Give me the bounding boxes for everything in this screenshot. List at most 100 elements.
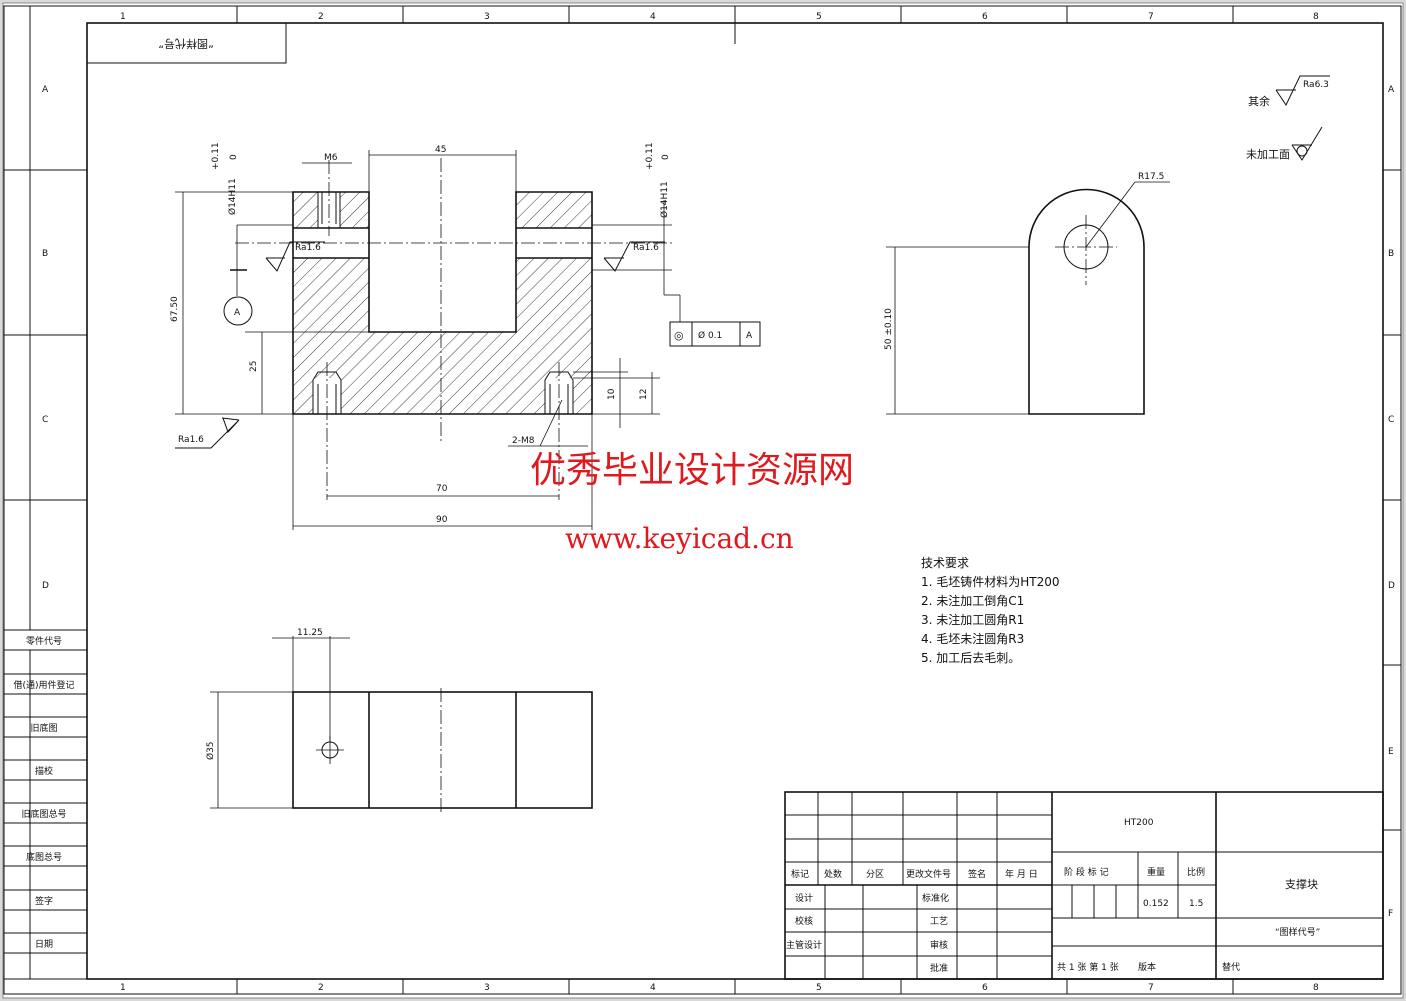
svg-text:Ø14H11: Ø14H11 bbox=[227, 178, 238, 215]
svg-text:1: 1 bbox=[120, 12, 126, 22]
svg-text:2-M8: 2-M8 bbox=[512, 436, 535, 446]
svg-text:4. 毛坯未注圆角R3: 4. 毛坯未注圆角R3 bbox=[921, 631, 1024, 646]
svg-text:A: A bbox=[42, 85, 49, 95]
svg-text:设计: 设计 bbox=[795, 892, 813, 904]
svg-text:8: 8 bbox=[1313, 12, 1319, 22]
svg-text:C: C bbox=[1388, 415, 1394, 425]
svg-text:3: 3 bbox=[484, 983, 490, 993]
svg-text:分区: 分区 bbox=[866, 869, 884, 880]
svg-text:重量: 重量 bbox=[1147, 866, 1165, 878]
svg-text:日期: 日期 bbox=[35, 939, 53, 950]
svg-text:“图样代号”: “图样代号” bbox=[1275, 926, 1320, 938]
svg-text:标记: 标记 bbox=[791, 868, 809, 880]
front-view-labels: M6 45 +0.11 0 Ø14H11 +0.11 0 Ø14H11 Ra1.… bbox=[170, 142, 671, 525]
watermark-url: www.keyicad.cn bbox=[565, 522, 794, 555]
watermark-title: 优秀毕业设计资源网 bbox=[530, 450, 854, 491]
svg-text:4: 4 bbox=[650, 983, 656, 993]
svg-text:零件代号: 零件代号 bbox=[26, 635, 62, 647]
svg-text:2: 2 bbox=[318, 983, 324, 993]
title-block: HT200 标记 处数 分区 更改文件号 签名 年 月 日 阶 段 标 记 重量… bbox=[784, 791, 1384, 980]
svg-text:F: F bbox=[1388, 909, 1393, 919]
svg-text:A: A bbox=[234, 308, 241, 318]
svg-text:D: D bbox=[1388, 581, 1395, 591]
svg-text:4: 4 bbox=[650, 12, 656, 22]
svg-text:签名: 签名 bbox=[968, 868, 986, 880]
svg-text:6: 6 bbox=[982, 983, 988, 993]
svg-text:1: 1 bbox=[120, 983, 126, 993]
svg-text:M6: M6 bbox=[324, 153, 338, 163]
tech-requirements: 技术要求 1. 毛坯铸件材料为HT200 2. 未注加工倒角C1 3. 未注加工… bbox=[921, 556, 1060, 665]
svg-text:未加工面: 未加工面 bbox=[1246, 148, 1290, 161]
svg-text:◎: ◎ bbox=[674, 329, 684, 342]
svg-text:5. 加工后去毛刺。: 5. 加工后去毛刺。 bbox=[921, 651, 1020, 665]
svg-text:C: C bbox=[42, 415, 48, 425]
svg-text:Ra1.6: Ra1.6 bbox=[178, 435, 204, 445]
svg-text:Ø14H11: Ø14H11 bbox=[659, 181, 670, 218]
svg-text:替代: 替代 bbox=[1222, 961, 1240, 973]
surface-notes: 其余 Ra6.3 未加工面 bbox=[1246, 75, 1330, 161]
svg-text:工艺: 工艺 bbox=[930, 916, 948, 927]
svg-text:批准: 批准 bbox=[930, 962, 948, 974]
svg-text:HT200: HT200 bbox=[1124, 818, 1154, 828]
svg-text:处数: 处数 bbox=[824, 868, 842, 880]
svg-text:12: 12 bbox=[639, 389, 649, 400]
svg-text:支撑块: 支撑块 bbox=[1285, 877, 1318, 891]
svg-text:技术要求: 技术要求 bbox=[921, 556, 969, 570]
svg-text:主管设计: 主管设计 bbox=[786, 939, 822, 951]
svg-text:签字: 签字 bbox=[35, 895, 53, 907]
svg-text:8: 8 bbox=[1313, 983, 1319, 993]
top-view bbox=[210, 636, 593, 812]
svg-text:5: 5 bbox=[816, 12, 822, 22]
side-view bbox=[886, 181, 1170, 415]
svg-text:A: A bbox=[746, 331, 753, 341]
svg-text:年 月 日: 年 月 日 bbox=[1005, 868, 1038, 880]
svg-text:45: 45 bbox=[435, 145, 446, 155]
svg-text:6: 6 bbox=[982, 12, 988, 22]
svg-text:Ra1.6: Ra1.6 bbox=[295, 243, 321, 253]
svg-text:3. 未注加工圆角R1: 3. 未注加工圆角R1 bbox=[921, 612, 1024, 627]
left-strip: 零件代号 借(通)用件登记 旧底图 描校 旧底图总号 底图总号 签字 日期 bbox=[3, 629, 88, 980]
code-box-text: “图样代号” bbox=[158, 37, 213, 51]
svg-text:审核: 审核 bbox=[930, 939, 948, 951]
svg-text:25: 25 bbox=[249, 361, 259, 372]
svg-text:1.5: 1.5 bbox=[1189, 899, 1203, 909]
svg-text:B: B bbox=[1388, 249, 1394, 259]
svg-text:7: 7 bbox=[1148, 12, 1154, 22]
svg-text:67.50: 67.50 bbox=[170, 296, 180, 322]
svg-text:0: 0 bbox=[229, 154, 239, 160]
svg-text:70: 70 bbox=[436, 484, 448, 494]
tolerance-frame: ◎ Ø 0.1 A bbox=[669, 321, 761, 347]
svg-text:2: 2 bbox=[318, 12, 324, 22]
svg-text:旧底图: 旧底图 bbox=[30, 722, 57, 734]
svg-text:底图总号: 底图总号 bbox=[26, 851, 62, 863]
svg-text:版本: 版本 bbox=[1138, 961, 1156, 973]
svg-text:Ra6.3: Ra6.3 bbox=[1303, 80, 1329, 90]
svg-text:0: 0 bbox=[661, 154, 671, 160]
side-radius: R17.5 bbox=[1138, 172, 1164, 182]
svg-text:描校: 描校 bbox=[35, 765, 53, 777]
svg-text:0.152: 0.152 bbox=[1143, 899, 1169, 909]
svg-text:+0.11: +0.11 bbox=[211, 142, 221, 170]
svg-text:Ra1.6: Ra1.6 bbox=[633, 243, 659, 253]
svg-text:比例: 比例 bbox=[1187, 866, 1205, 878]
column-labels: 1 2 3 4 5 6 7 8 1 2 3 4 5 6 7 8 bbox=[120, 12, 1319, 993]
svg-text:D: D bbox=[42, 581, 49, 591]
svg-text:更改文件号: 更改文件号 bbox=[906, 868, 951, 880]
top-offset: 11.25 bbox=[297, 628, 323, 638]
row-labels: A B C D A B C D E F bbox=[42, 85, 1395, 919]
side-height: 50 ±0.10 bbox=[884, 308, 894, 350]
svg-text:阶 段 标 记: 阶 段 标 记 bbox=[1064, 866, 1109, 878]
svg-text:3: 3 bbox=[484, 12, 490, 22]
top-diameter: Ø35 bbox=[205, 741, 216, 760]
svg-text:E: E bbox=[1388, 747, 1394, 757]
svg-text:7: 7 bbox=[1148, 983, 1154, 993]
svg-text:共 1 张 第 1 张: 共 1 张 第 1 张 bbox=[1057, 961, 1119, 973]
svg-text:校核: 校核 bbox=[795, 915, 813, 927]
svg-text:旧底图总号: 旧底图总号 bbox=[21, 808, 66, 820]
svg-text:5: 5 bbox=[816, 983, 822, 993]
svg-text:标准化: 标准化 bbox=[922, 892, 949, 904]
svg-text:借(通)用件登记: 借(通)用件登记 bbox=[13, 679, 74, 691]
svg-text:其余: 其余 bbox=[1248, 94, 1270, 108]
